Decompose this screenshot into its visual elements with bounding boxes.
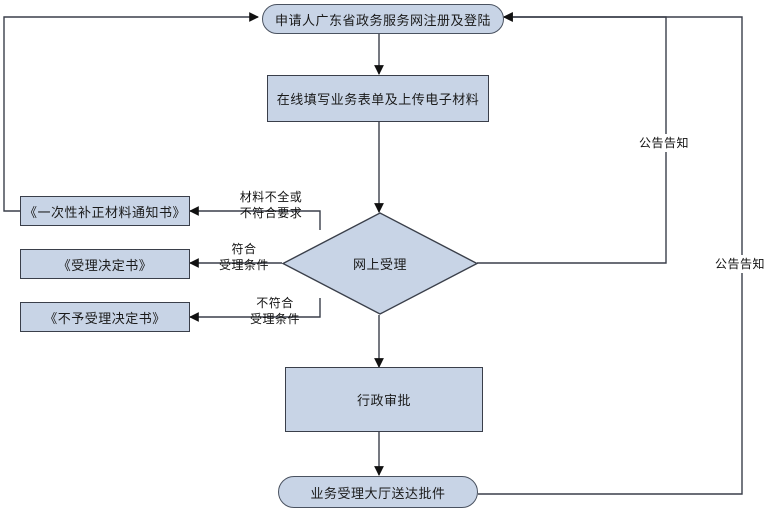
edge-label-notice-right: 公告告知 [712,255,769,273]
node-delivery-label: 业务受理大厅送达批件 [310,486,446,502]
node-start-label: 申请人广东省政务服务网注册及登陆 [274,13,491,29]
edge-label-conform-line2: 受理条件 [218,258,269,272]
edge-delivery-notice-loopback [478,12,743,495]
edge-correction-loopback [3,12,259,212]
edge-label-notice-mid-text: 公告告知 [639,136,690,150]
edge-label-conform-line1: 符合 [231,242,257,256]
edge-label-not-conform-line2: 受理条件 [249,312,300,326]
edge-label-not-conform: 不符合 受理条件 [234,295,316,327]
edge-label-incomplete: 材料不全或 不符合要求 [222,189,320,221]
edge-label-incomplete-line2: 不符合要求 [239,206,303,220]
edge-label-incomplete-line1: 材料不全或 [239,190,303,204]
edge-label-notice-right-text: 公告告知 [715,257,766,271]
decision-diamond-shape [282,212,478,315]
node-reject-decision[interactable]: 《不予受理决定书》 [20,302,190,332]
edge-label-not-conform-line1: 不符合 [256,296,294,310]
node-accept-decision[interactable]: 《受理决定书》 [20,249,190,279]
node-approval[interactable]: 行政审批 [285,367,483,432]
node-start[interactable]: 申请人广东省政务服务网注册及登陆 [262,4,504,34]
edge-decision-to-correction [189,206,321,230]
edge-label-conform: 符合 受理条件 [205,241,283,273]
node-correction-notice[interactable]: 《一次性补正材料通知书》 [20,196,190,226]
node-fill-form[interactable]: 在线填写业务表单及上传电子材料 [267,75,489,122]
node-reject-decision-label: 《不予受理决定书》 [44,311,166,327]
node-correction-notice-label: 《一次性补正材料通知书》 [23,205,186,221]
node-fill-form-label: 在线填写业务表单及上传电子材料 [276,93,480,108]
edge-decision-to-reject [189,298,321,322]
node-accept-decision-label: 《受理决定书》 [57,258,153,274]
node-approval-label: 行政审批 [356,394,411,409]
node-delivery[interactable]: 业务受理大厅送达批件 [278,476,478,508]
edge-label-notice-mid: 公告告知 [636,134,693,152]
